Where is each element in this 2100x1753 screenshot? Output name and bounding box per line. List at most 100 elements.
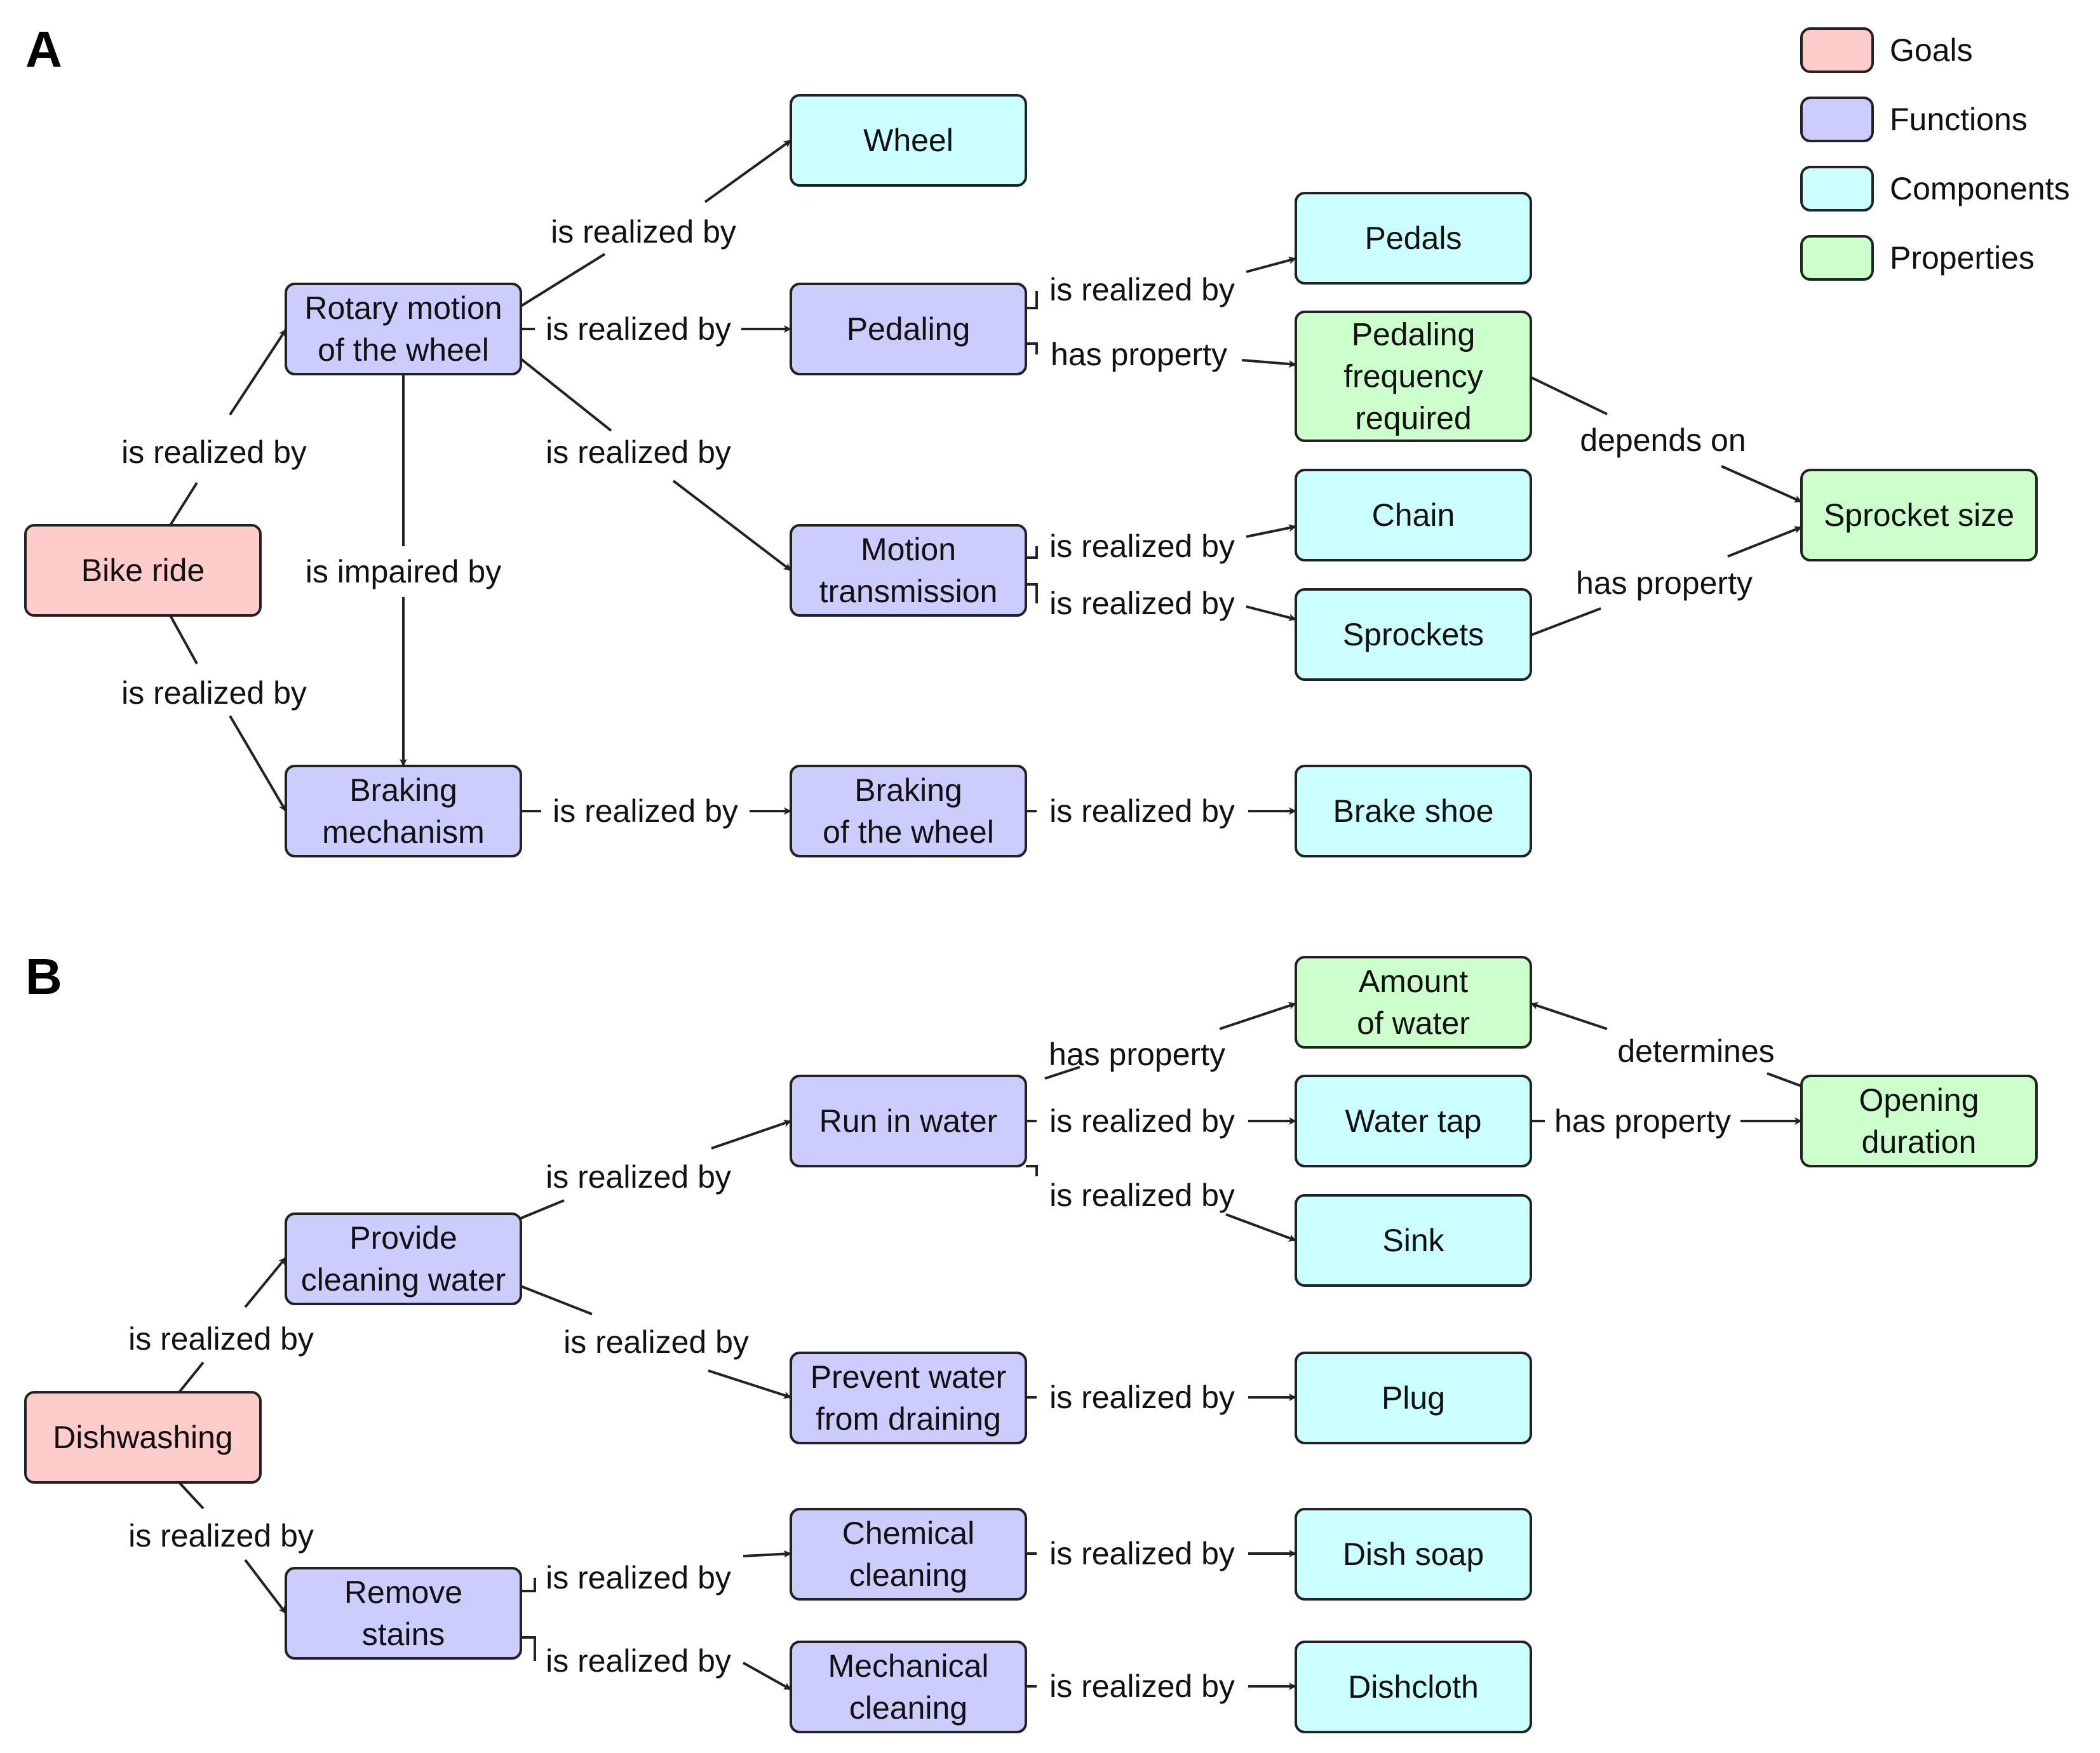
edge-arrow	[1219, 1002, 1296, 1030]
edge-arrow	[743, 1662, 791, 1691]
edge-arrow	[229, 328, 287, 416]
edge-label: is realized by	[128, 1321, 314, 1357]
node-label-line: Sprockets	[1343, 617, 1484, 652]
edge-opening-duration-to-amount-of-water: determines	[1530, 1002, 1802, 1087]
node-label-line: Pedaling	[847, 311, 971, 347]
node-braking-mechanism: Braking mechanism	[285, 765, 522, 857]
edge-label: is realized by	[546, 1159, 731, 1195]
node-label-line: Run in water	[819, 1103, 998, 1139]
edge-sprockets-to-sprocket-size: has property	[1530, 526, 1802, 636]
legend-item-property: Properties	[1800, 235, 2035, 281]
node-label-line: Dishwashing	[53, 1420, 232, 1455]
legend-item-goal: Goals	[1800, 27, 1973, 73]
edge-pedaling-frequency-to-sprocket-size: depends on	[1530, 376, 1802, 503]
node-brake-shoe: Brake shoe	[1295, 765, 1532, 857]
edge-label: is realized by	[1049, 272, 1235, 307]
legend-swatch-goal	[1800, 27, 1874, 73]
node-label-line: Mechanical	[828, 1648, 989, 1684]
edge-line-start	[520, 1199, 565, 1219]
edge-label: depends on	[1580, 422, 1746, 458]
edge-arrow	[672, 480, 792, 572]
node-box-function	[285, 1567, 522, 1660]
edges-layer: is realized by is realized by is realized …	[121, 139, 1802, 1704]
edge-remove-stains-to-mechanical-cleaning: is realized by	[521, 1636, 791, 1691]
node-water-tap: Water tap	[1295, 1075, 1532, 1167]
node-prevent-draining: Prevent water from draining	[790, 1352, 1027, 1444]
edge-line-start	[1026, 1165, 1038, 1176]
node-label-line: of the wheel	[318, 332, 489, 368]
node-box-goal	[24, 1391, 262, 1484]
node-box-component	[1295, 1641, 1532, 1733]
node-label-line: duration	[1862, 1124, 1977, 1160]
edge-line-start	[178, 1361, 205, 1394]
node-label-line: Prevent water	[811, 1359, 1006, 1395]
node-label-line: Chain	[1372, 497, 1455, 533]
edge-run-in-water-to-amount-of-water: has property	[1044, 1002, 1296, 1080]
node-box-function	[790, 283, 1027, 375]
edge-dishwashing-to-remove-stains: is realized by	[128, 1481, 314, 1615]
node-label-line: Bike ride	[81, 553, 205, 588]
edge-arrow	[708, 1369, 791, 1399]
legend-swatch-component	[1800, 166, 1874, 212]
edge-label: is realized by	[563, 1324, 749, 1360]
node-label-line: Braking	[854, 772, 962, 808]
edge-chemical-cleaning-to-dish-soap: is realized by	[1026, 1536, 1296, 1571]
edge-pedaling-to-pedals: is realized by	[1026, 257, 1296, 309]
node-dishcloth: Dishcloth	[1295, 1641, 1532, 1733]
node-box-property	[1295, 311, 1532, 442]
node-box-goal	[24, 524, 262, 617]
edge-arrow	[244, 1559, 287, 1615]
edge-label: is realized by	[1049, 1536, 1235, 1571]
edge-line-start	[1026, 583, 1038, 603]
edge-line-start	[521, 1578, 536, 1592]
edge-line-start	[1026, 291, 1038, 309]
legend-label: Functions	[1890, 102, 2028, 137]
node-pedals: Pedals	[1295, 192, 1532, 285]
edge-prevent-draining-to-plug: is realized by	[1026, 1380, 1296, 1415]
node-dish-soap: Dish soap	[1295, 1508, 1532, 1601]
edge-line-start	[520, 1285, 593, 1315]
edge-mechanical-cleaning-to-dishcloth: is realized by	[1026, 1669, 1296, 1704]
edge-line-start	[521, 1636, 536, 1661]
node-label-line: Braking	[349, 772, 457, 808]
edge-arrow	[1225, 1213, 1296, 1242]
node-box-component	[1295, 1194, 1532, 1287]
node-label-line: Remove	[344, 1575, 462, 1610]
edge-label: is realized by	[551, 214, 736, 250]
edge-line-start	[1530, 376, 1608, 415]
node-dishwashing: Dishwashing	[24, 1391, 262, 1484]
legend-label: Components	[1890, 171, 2070, 206]
edge-line-start	[520, 358, 612, 432]
node-label-line: mechanism	[322, 814, 485, 850]
edge-label: is realized by	[546, 1560, 731, 1595]
edge-rotary-motion-to-motion-transmission: is realized by	[520, 358, 792, 572]
edge-dishwashing-to-provide-water: is realized by	[128, 1256, 314, 1394]
node-box-property	[1800, 469, 2038, 561]
node-box-function	[790, 1641, 1027, 1733]
edge-provide-water-to-run-in-water: is realized by	[520, 1119, 791, 1219]
edge-line-start	[1044, 1066, 1080, 1080]
node-label-line: Pedals	[1365, 220, 1462, 256]
edge-label: has property	[1576, 565, 1753, 601]
edge-arrow	[1530, 1002, 1608, 1030]
node-pedaling: Pedaling	[790, 283, 1027, 375]
node-box-component	[790, 94, 1027, 187]
node-label-line: Pedaling	[1352, 317, 1476, 353]
edge-label: is realized by	[1049, 1669, 1235, 1704]
edge-arrow	[244, 1256, 287, 1308]
node-chain: Chain	[1295, 469, 1532, 561]
node-box-component	[1295, 765, 1532, 857]
node-label-line: Sprocket size	[1824, 497, 2014, 533]
node-label-line: cleaning	[849, 1690, 967, 1726]
node-label-line: from draining	[816, 1401, 1001, 1437]
node-label-line: Provide	[349, 1220, 457, 1256]
node-box-component	[1295, 1075, 1532, 1167]
edge-pedaling-to-pedaling-frequency: has property	[1026, 337, 1296, 372]
edge-arrow	[1246, 524, 1296, 538]
